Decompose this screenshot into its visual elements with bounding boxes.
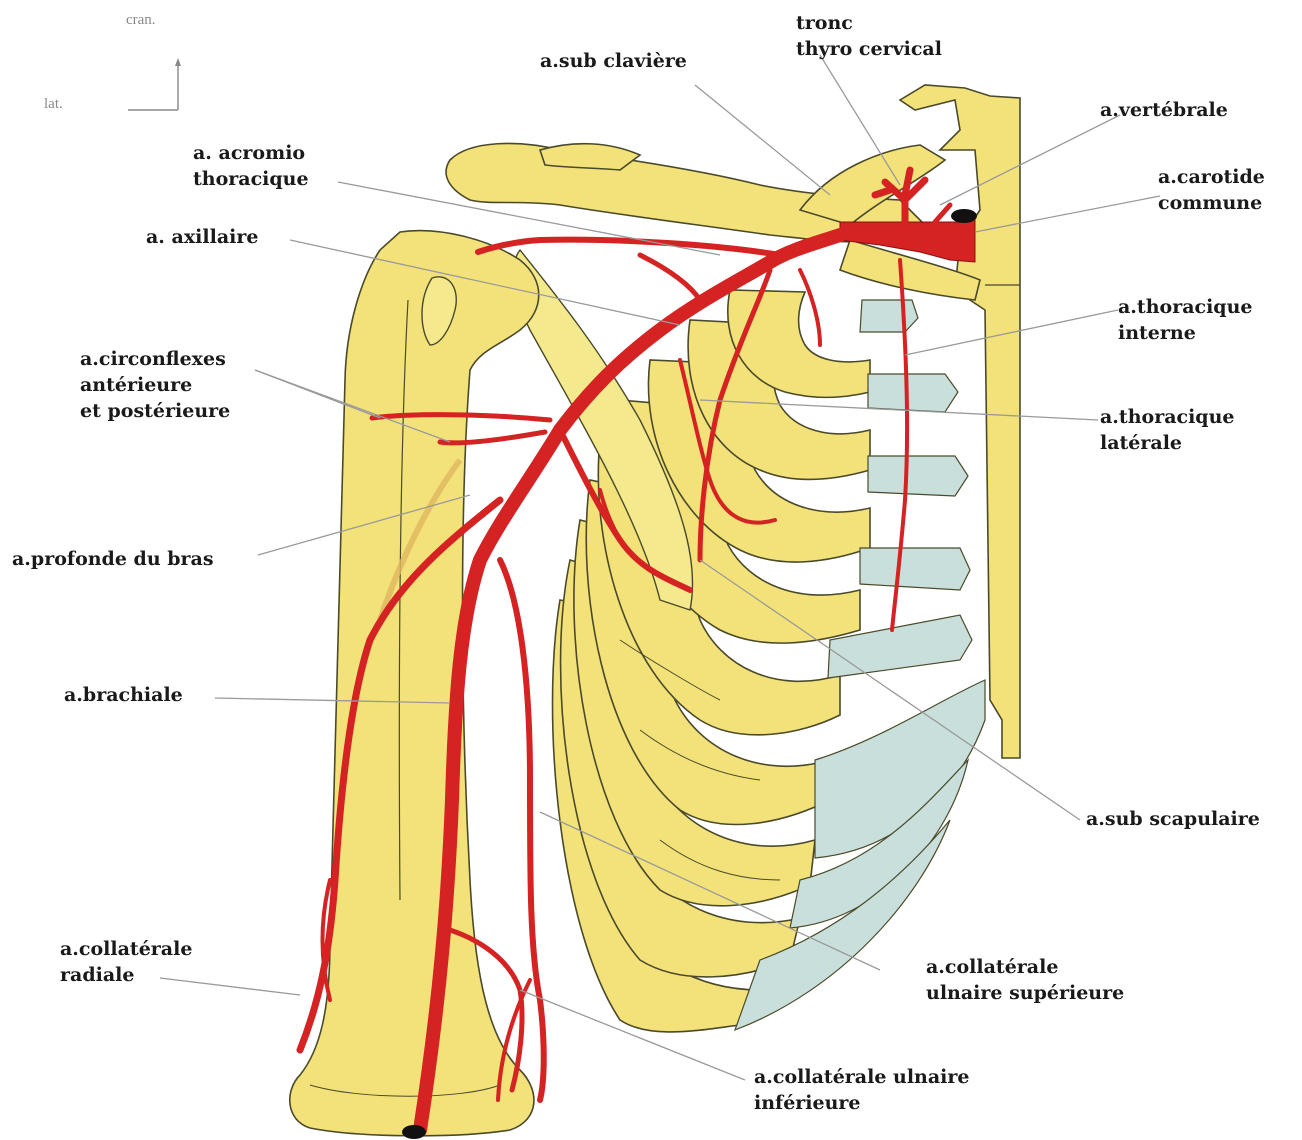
label-line: ulnaire supérieure <box>926 980 1124 1006</box>
label-subclavian: a.sub clavière <box>540 48 687 74</box>
label-line: et postérieure <box>80 398 230 424</box>
label-internal-thoracic: a.thoracique interne <box>1118 294 1252 346</box>
label-line: a.thoracique <box>1100 404 1234 430</box>
humerus <box>290 231 539 1136</box>
label-acromiothoracic: a. acromio thoracique <box>193 140 309 192</box>
label-line: thyro cervical <box>796 36 942 62</box>
label-line: a.carotide <box>1158 164 1265 190</box>
label-line: a. acromio <box>193 140 309 166</box>
label-tronc-thyrocervical: tronc thyro cervical <box>796 10 942 62</box>
label-deep-brachial: a.profonde du bras <box>12 546 214 572</box>
label-line: a.collatérale <box>926 954 1124 980</box>
label-line: radiale <box>60 962 192 988</box>
label-line: latérale <box>1100 430 1234 456</box>
label-brachial: a.brachiale <box>64 682 183 708</box>
label-subscapular: a.sub scapulaire <box>1086 806 1260 832</box>
label-line: a.thoracique <box>1118 294 1252 320</box>
cranial-label: cran. <box>126 12 156 29</box>
label-line: commune <box>1158 190 1265 216</box>
label-superior-ulnar-collateral: a.collatérale ulnaire supérieure <box>926 954 1124 1006</box>
label-vertebral: a.vertébrale <box>1100 97 1228 123</box>
label-line: inférieure <box>754 1090 970 1116</box>
label-circumflex: a.circonflexes antérieure et postérieure <box>80 346 230 424</box>
orientation-axes <box>128 58 181 110</box>
label-axillary: a. axillaire <box>146 224 258 250</box>
label-line: thoracique <box>193 166 309 192</box>
label-line: a.collatérale <box>60 936 192 962</box>
label-line: interne <box>1118 320 1252 346</box>
lateral-label: lat. <box>44 96 63 113</box>
label-common-carotid: a.carotide commune <box>1158 164 1265 216</box>
label-lateral-thoracic: a.thoracique latérale <box>1100 404 1234 456</box>
label-line: antérieure <box>80 372 230 398</box>
label-inferior-ulnar-collateral: a.collatérale ulnaire inférieure <box>754 1064 970 1116</box>
label-line: a.collatérale ulnaire <box>754 1064 970 1090</box>
label-radial-collateral: a.collatérale radiale <box>60 936 192 988</box>
label-line: tronc <box>796 10 942 36</box>
label-line: a.circonflexes <box>80 346 230 372</box>
